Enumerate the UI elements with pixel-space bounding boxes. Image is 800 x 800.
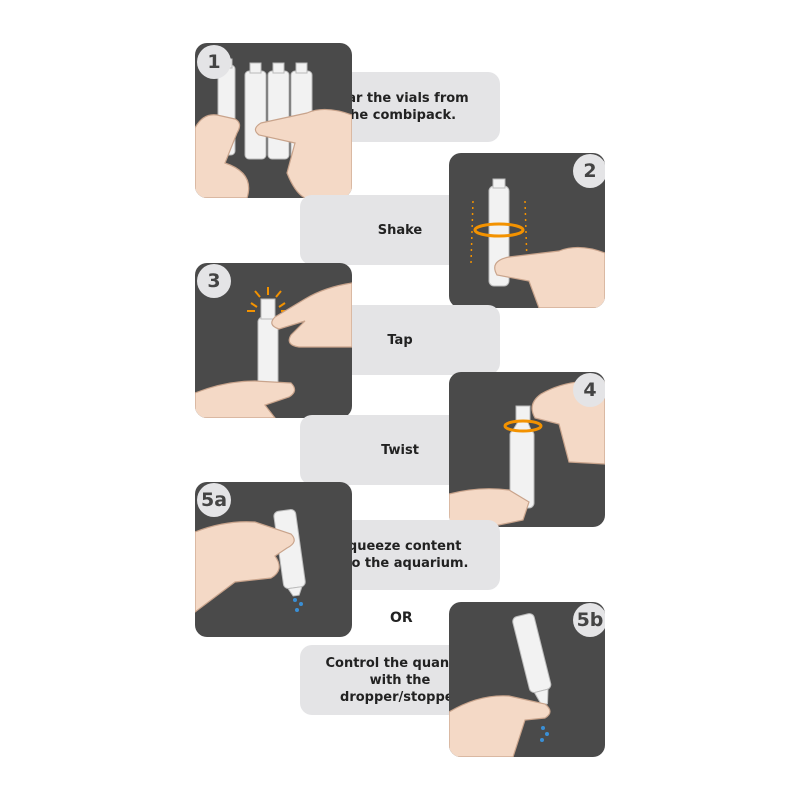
step-1-panel: 1 [195, 43, 352, 198]
step-5a-panel: 5a [195, 482, 352, 637]
step-1-badge: 1 [197, 45, 231, 79]
step-4-badge: 4 [573, 373, 605, 407]
step-2-panel: 2 [449, 153, 605, 308]
step-2-badge: 2 [573, 154, 605, 188]
step-3-panel: 3 [195, 263, 352, 418]
shake-vial-icon [470, 178, 605, 308]
step-5b-panel: 5b [449, 602, 605, 757]
dropper-vial-icon [449, 613, 552, 757]
step-5b-badge: 5b [573, 603, 605, 637]
step-5a-badge: 5a [197, 483, 231, 517]
or-label: OR [390, 610, 413, 626]
step-3-badge: 3 [197, 264, 231, 298]
step-4-panel: 4 [449, 372, 605, 527]
tap-vial-icon [195, 282, 352, 418]
squeeze-vial-icon [195, 509, 306, 613]
tear-vials-icon [195, 58, 352, 198]
